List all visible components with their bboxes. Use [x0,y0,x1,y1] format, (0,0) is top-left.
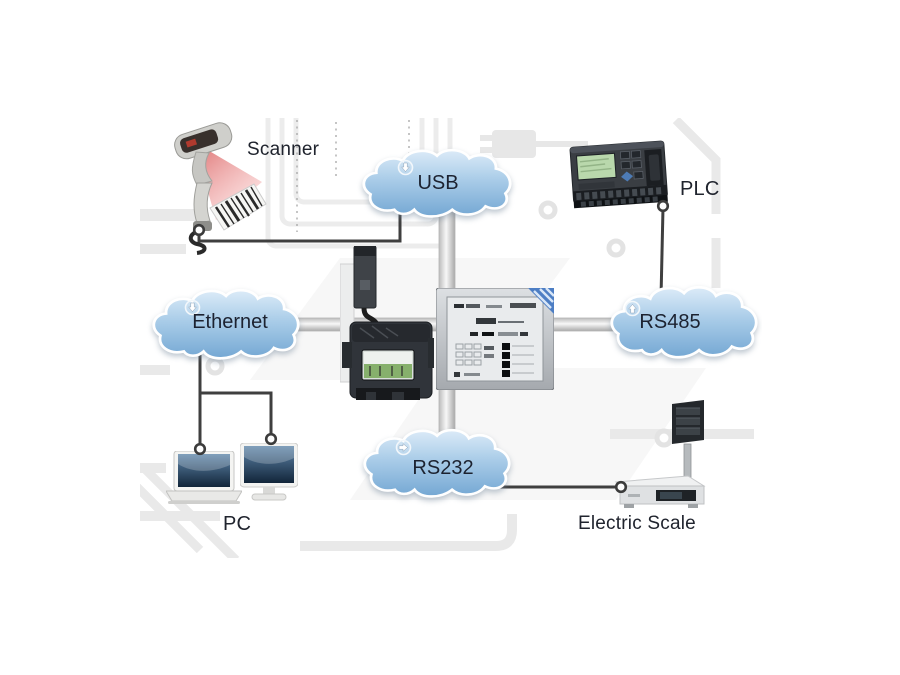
plc-keypad [619,150,642,170]
scanner-head [174,122,233,160]
wire-terminal [656,199,670,213]
arrow-down-icon [397,159,414,176]
monitor-device [240,443,298,501]
wire-terminal [192,223,206,237]
hmi-panel-device [436,288,554,390]
cloud-shape [610,286,758,359]
meter-device [340,246,434,400]
wire-endpoints [192,199,670,494]
wire-plc-rs485 [659,207,665,299]
usb-cloud-label: USB [417,172,459,194]
wire-terminal [614,480,628,494]
wire-ethernet-pc [198,354,273,444]
rs485-cloud: RS485 [610,285,760,361]
wire-terminal [193,442,207,456]
plc-lcd-screen [575,152,617,181]
laptop-screen [178,454,230,487]
monitor-stand [263,487,275,495]
hmi-screen [446,296,544,382]
scanner-label: Scanner [247,139,320,160]
ethernet-cloud: Ethernet [152,288,302,362]
plug-trace-decoration [480,130,588,158]
scanner-beam [194,142,262,220]
arrow-right-icon [395,439,412,456]
laptop-device [166,451,242,504]
ethernet-cloud-label: Ethernet [192,311,268,333]
monitor-screen [244,446,294,483]
diagram-canvas: USB Ethernet RS485 RS232 Scanner [140,118,762,558]
cloud-shape [362,148,512,218]
barcode [209,183,267,231]
scanner-cable [188,228,207,255]
wire-terminal [264,432,278,446]
electric-scale-label: Electric Scale [578,513,696,534]
arrow-down-icon [184,299,201,316]
plc-label: PLC [680,178,720,200]
electric-scale-device [614,400,706,508]
hmi-screen-content [454,303,536,377]
scanner-neck [191,151,213,186]
usb-cloud: USB [362,148,514,220]
plc-device [569,140,668,209]
plc-nav-button [621,171,634,182]
rs485-cloud-label: RS485 [639,311,701,333]
arrow-up-icon [624,300,641,317]
scanner-handle [193,182,213,224]
rs232-cloud: RS232 [363,428,513,500]
pc-label: PC [223,513,252,535]
scanner-device [174,122,267,255]
rs232-cloud-label: RS232 [412,457,474,479]
hmi-corner-badge [528,288,554,314]
